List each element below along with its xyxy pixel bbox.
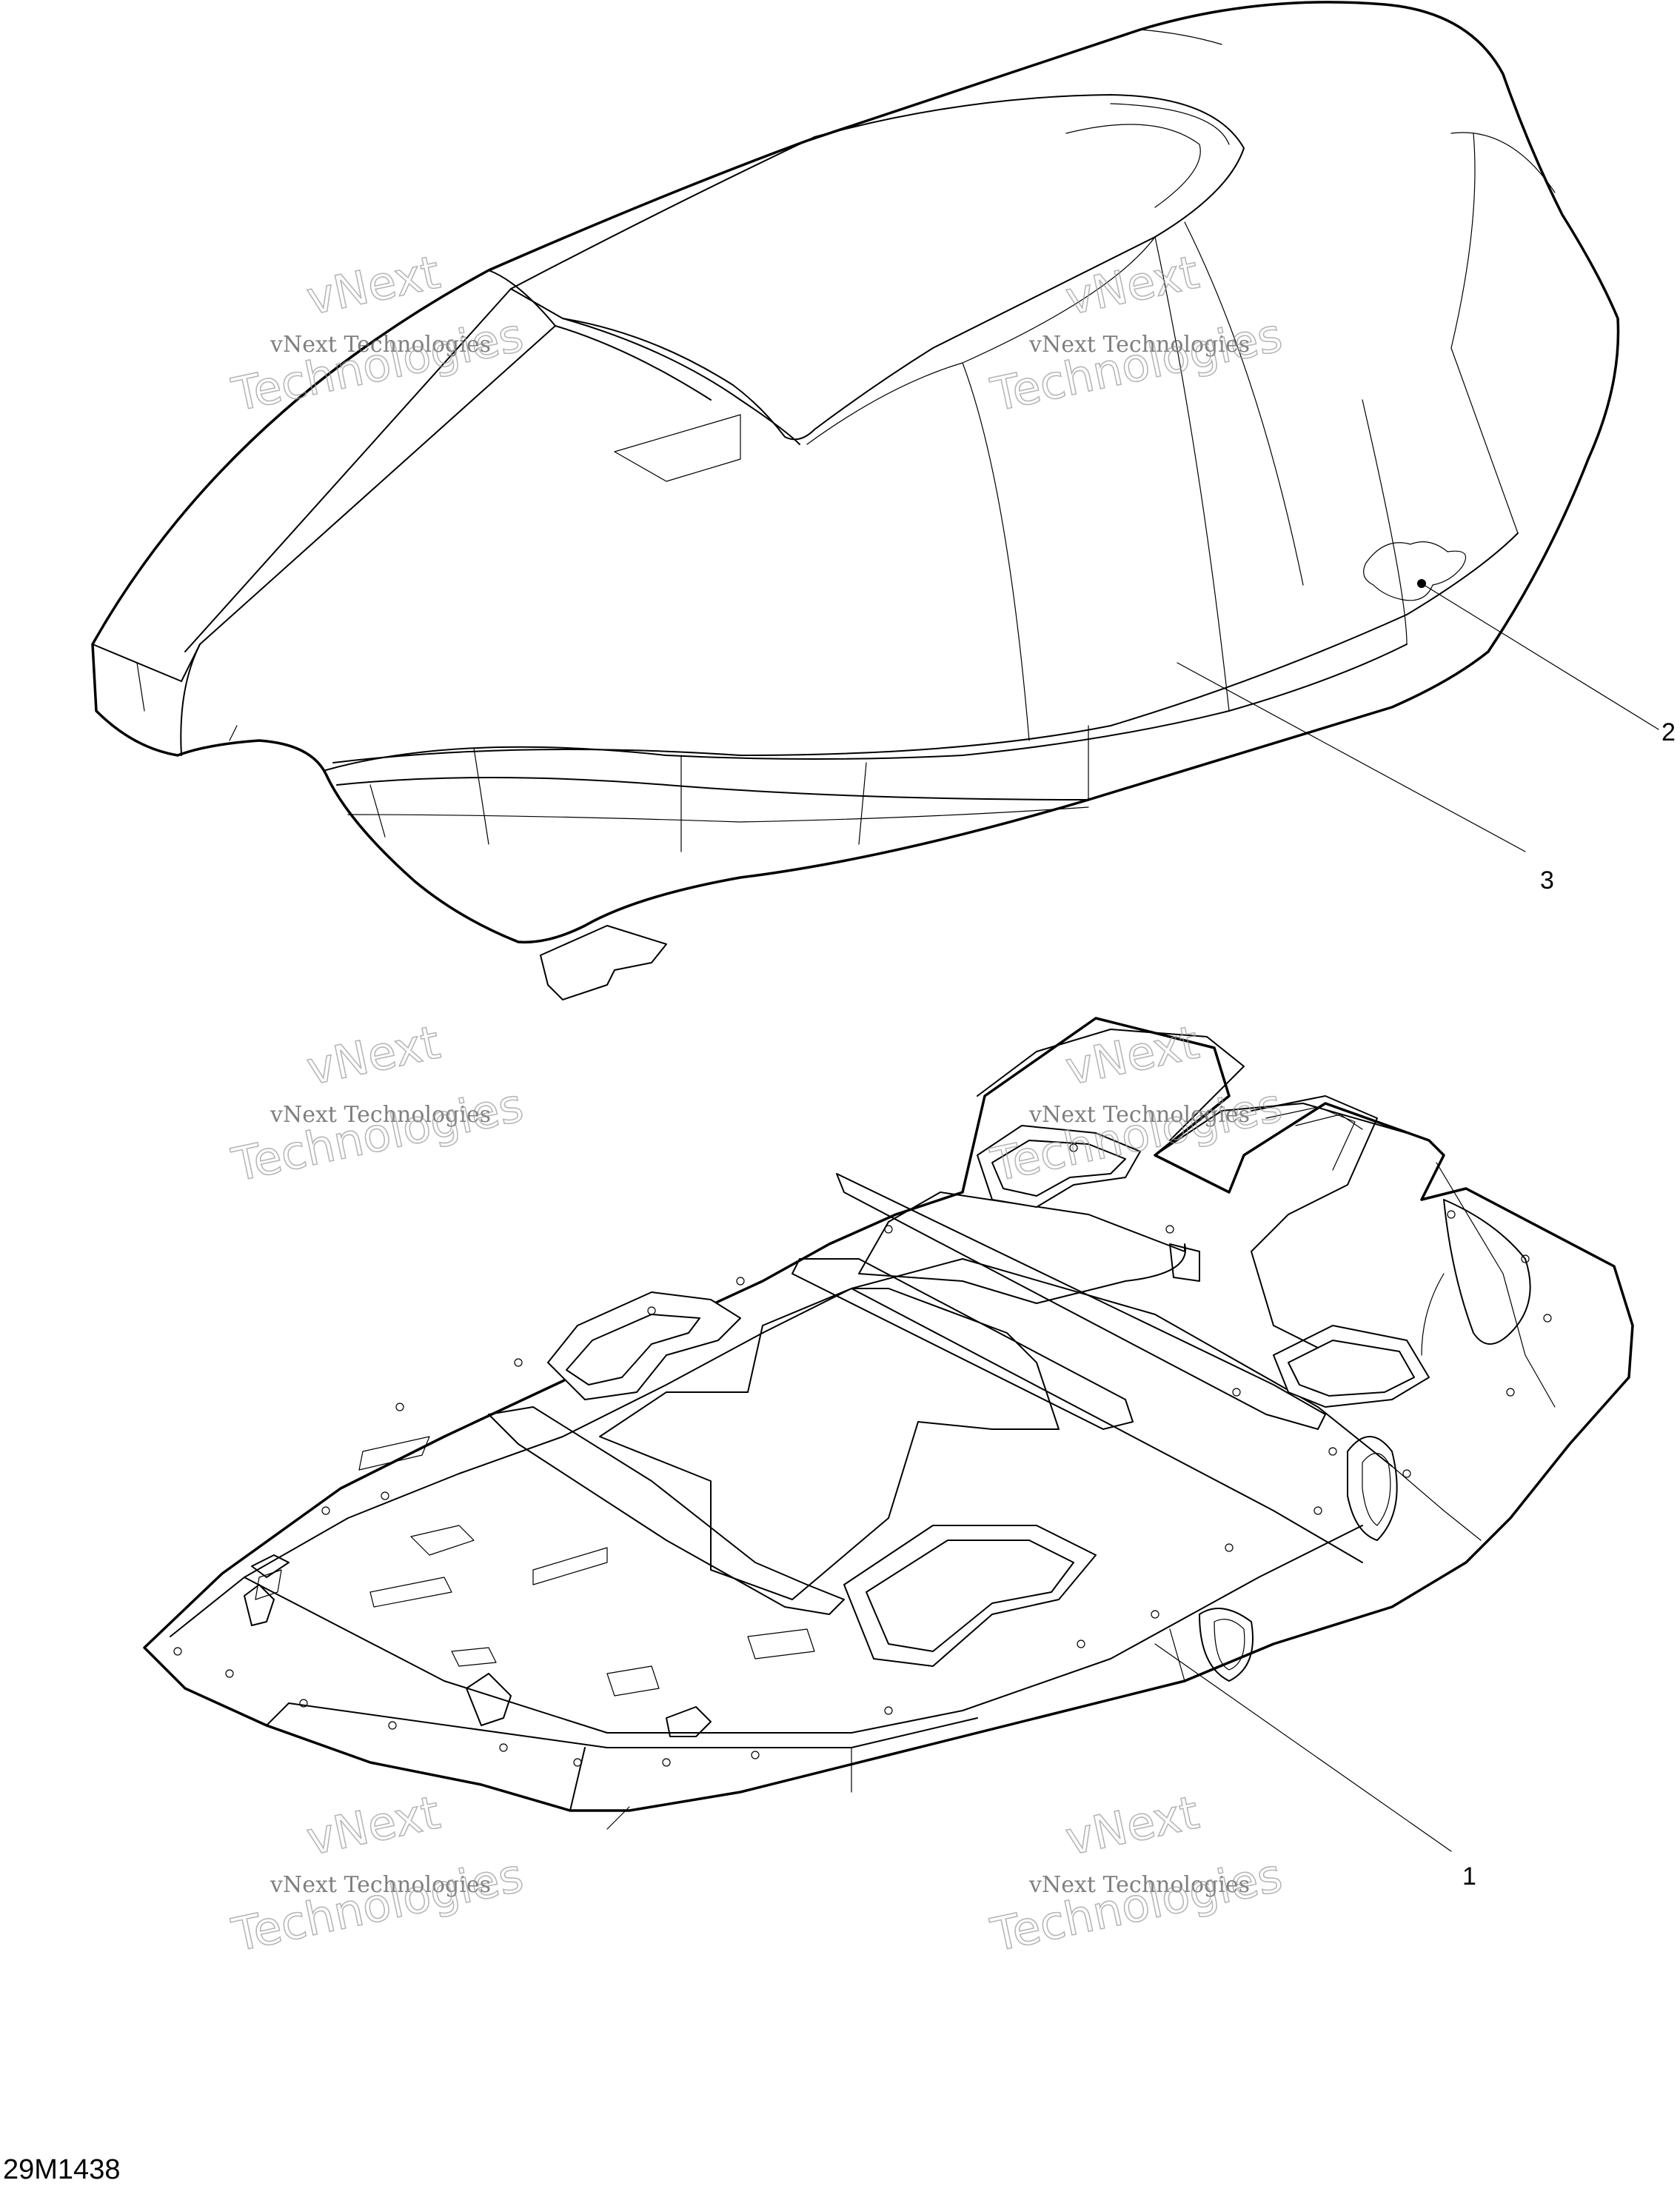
watermark-1: vNext vNext Technologies Technologies xyxy=(227,244,528,423)
seat-emblem xyxy=(1363,541,1466,601)
leader-line-1 xyxy=(1154,1643,1452,1852)
watermark-4: vNext vNext Technologies Technologies xyxy=(985,1015,1287,1193)
leader-line-2 xyxy=(1421,583,1659,730)
callout-label-2: 2 xyxy=(1661,718,1676,746)
svg-text:vNext Technologies: vNext Technologies xyxy=(270,1102,491,1128)
svg-text:vNext: vNext xyxy=(1061,245,1203,326)
svg-text:vNext Technologies: vNext Technologies xyxy=(1028,332,1250,358)
svg-text:vNext Technologies: vNext Technologies xyxy=(270,1872,491,1898)
callout-label-1: 1 xyxy=(1462,1862,1476,1891)
svg-text:vNext: vNext xyxy=(1061,1785,1203,1866)
base-center-opening xyxy=(599,1288,1060,1600)
seat-drawing xyxy=(91,1,1620,944)
svg-text:Technologies: Technologies xyxy=(227,307,528,421)
svg-text:Technologies: Technologies xyxy=(986,307,1287,421)
seat-outline xyxy=(91,1,1620,944)
watermark-5: vNext vNext Technologies Technologies xyxy=(227,1785,528,1963)
svg-text:vNext: vNext xyxy=(302,245,444,326)
svg-text:Technologies: Technologies xyxy=(227,1077,528,1191)
seat-base-drawing xyxy=(143,925,1634,1830)
svg-text:Technologies: Technologies xyxy=(986,1848,1287,1962)
svg-text:vNext: vNext xyxy=(302,1015,444,1096)
watermark-group: vNext vNext Technologies Technologies vN… xyxy=(227,244,1287,1963)
watermark-2: vNext vNext Technologies Technologies xyxy=(985,244,1287,423)
base-outline xyxy=(143,1017,1634,1812)
svg-text:vNext Technologies: vNext Technologies xyxy=(1028,1102,1250,1128)
svg-text:Technologies: Technologies xyxy=(986,1077,1287,1191)
base-fastener-holes xyxy=(173,1143,1552,1767)
callout-label-3: 3 xyxy=(1540,866,1554,895)
leader-line-3 xyxy=(1177,662,1526,852)
figure-id: 29M1438 xyxy=(3,2154,120,2185)
svg-text:Technologies: Technologies xyxy=(227,1848,528,1962)
svg-text:vNext: vNext xyxy=(302,1785,444,1866)
watermark-3: vNext vNext Technologies Technologies xyxy=(227,1015,528,1193)
svg-text:vNext Technologies: vNext Technologies xyxy=(270,332,491,358)
watermark-6: vNext vNext Technologies Technologies xyxy=(985,1785,1287,1963)
svg-text:vNext Technologies: vNext Technologies xyxy=(1028,1872,1250,1898)
